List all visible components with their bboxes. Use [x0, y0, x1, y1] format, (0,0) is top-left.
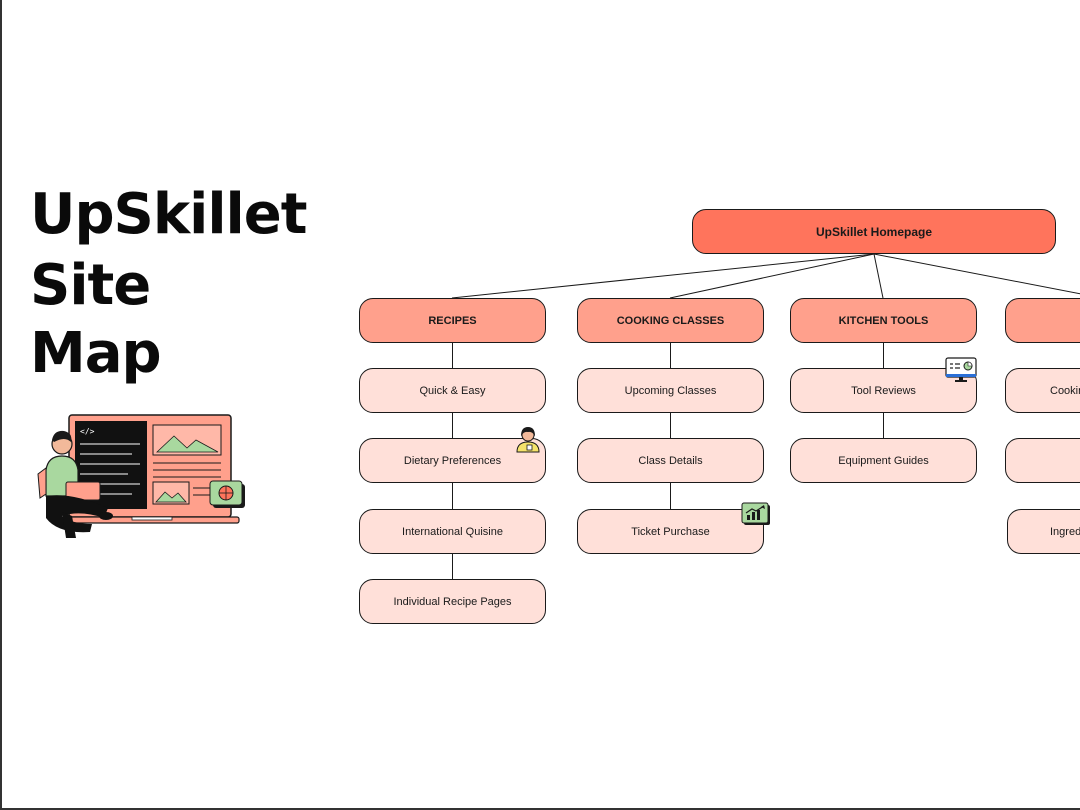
edge-root-to-category-3 [873, 253, 1080, 295]
node-category-0-child-2[interactable]: International Quisine [359, 509, 546, 554]
node-category-3-child-1[interactable]: Mea [1005, 438, 1080, 483]
edge-root-to-category-1 [669, 253, 875, 299]
node-category-2-child-1-label: Equipment Guides [838, 454, 929, 467]
woman-avatar-icon [516, 427, 540, 453]
node-category-1-child-2-label: Ticket Purchase [631, 525, 710, 538]
node-category-2-child-0-label: Tool Reviews [851, 384, 916, 397]
node-category-0-child-3-label: Individual Recipe Pages [393, 595, 512, 608]
node-category-0-child-1-label: Dietary Preferences [403, 454, 502, 467]
node-category-0-child-2-label: International Quisine [402, 525, 503, 538]
node-category-0-label: RECIPES [428, 314, 477, 327]
person-at-laptop-illustration: </> [37, 414, 245, 538]
node-category-0[interactable]: RECIPES [359, 298, 546, 343]
node-category-1-child-0-label: Upcoming Classes [624, 384, 717, 397]
dashboard-monitor-icon [945, 357, 977, 382]
node-category-3-child-2[interactable]: Ingred [1007, 509, 1080, 554]
node-category-0-child-1[interactable]: Dietary Preferences [359, 438, 546, 483]
node-category-1[interactable]: COOKING CLASSES [577, 298, 764, 343]
node-category-3[interactable] [1005, 298, 1080, 343]
svg-text:</>: </> [80, 427, 95, 436]
node-category-2-label: KITCHEN TOOLS [838, 314, 929, 327]
node-category-3-child-0-label: Cookin [1050, 384, 1080, 397]
node-category-1-label: COOKING CLASSES [616, 314, 725, 327]
node-category-1-child-2[interactable]: Ticket Purchase [577, 509, 764, 554]
node-root[interactable]: UpSkillet Homepage [692, 209, 1056, 254]
node-category-1-child-0[interactable]: Upcoming Classes [577, 368, 764, 413]
node-category-0-child-3[interactable]: Individual Recipe Pages [359, 579, 546, 624]
node-category-1-child-1-label: Class Details [638, 454, 703, 467]
edge-root-to-category-0 [451, 253, 875, 299]
title-line-1: UpSkillet [30, 182, 307, 247]
title-line-3: Map [30, 321, 162, 386]
node-category-1-child-1[interactable]: Class Details [577, 438, 764, 483]
node-category-0-child-0-label: Quick & Easy [419, 384, 486, 397]
node-category-3-child-0[interactable]: Cookin [1005, 368, 1080, 413]
growth-chart-icon [741, 502, 770, 525]
node-root-label: UpSkillet Homepage [815, 224, 933, 239]
edge-root-to-category-2 [873, 253, 884, 299]
node-category-0-child-0[interactable]: Quick & Easy [359, 368, 546, 413]
node-category-2[interactable]: KITCHEN TOOLS [790, 298, 977, 343]
node-category-3-child-2-label: Ingred [1050, 525, 1080, 538]
title-line-2: Site [30, 253, 151, 318]
node-category-2-child-1[interactable]: Equipment Guides [790, 438, 977, 483]
